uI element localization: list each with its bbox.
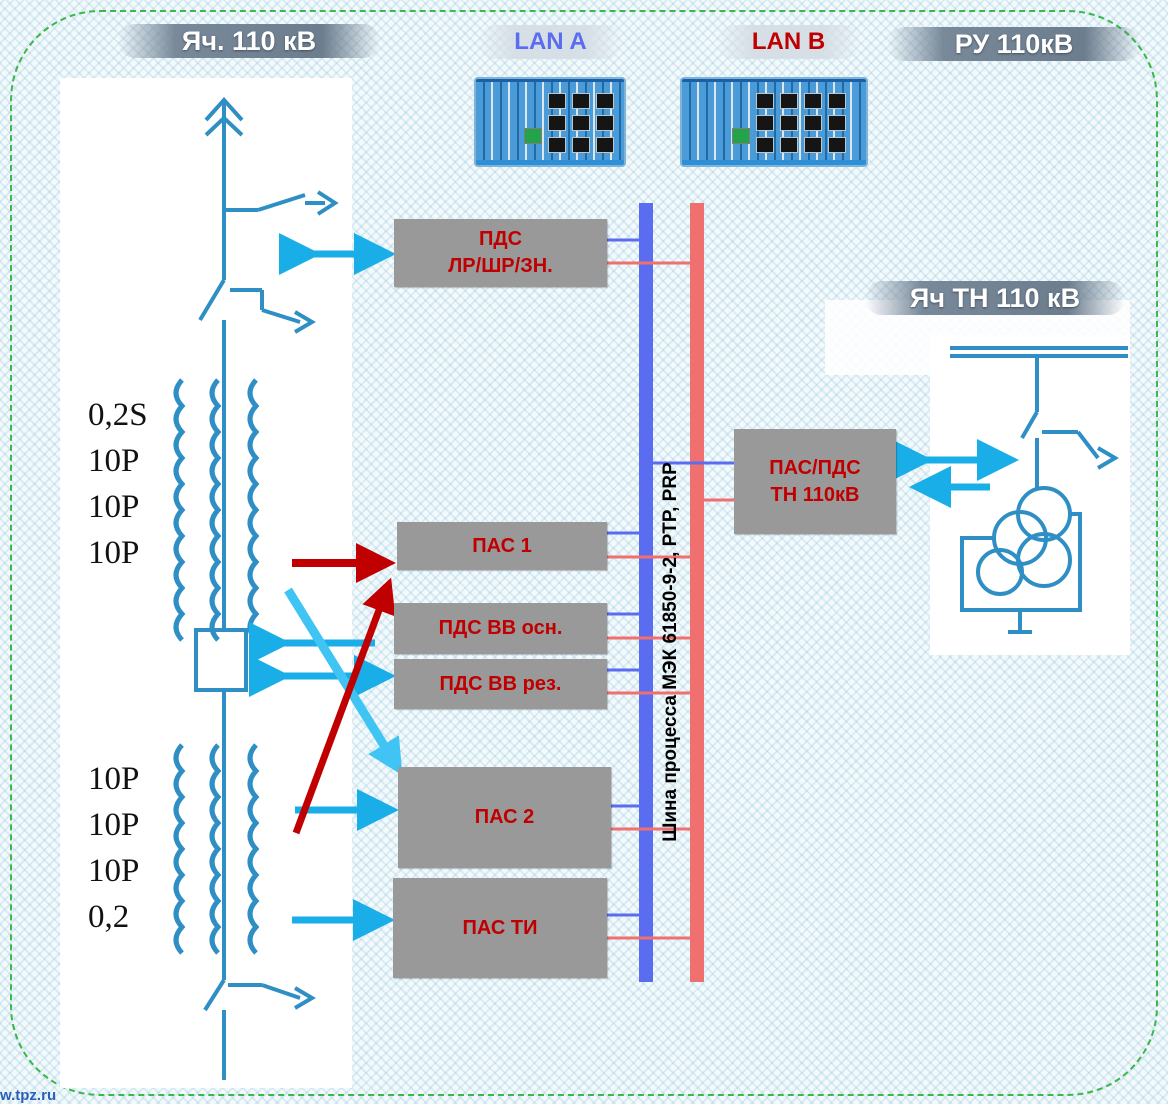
process-bus-label: Шина процесса МЭК 61850-9-2, PTP, PRP (660, 462, 681, 842)
device-label: ПДС ВВ осн. (438, 617, 563, 639)
header-cell-110kv: Яч. 110 кВ (118, 24, 380, 58)
device-pas2: ПАС 2 (398, 767, 611, 868)
ct-label: 0,2S (88, 397, 148, 433)
device-pds-cb-main: ПДС ВВ осн. (394, 603, 607, 654)
ct-label: 10P (88, 489, 140, 525)
device-label: ТН 110кВ (770, 483, 860, 506)
device-label: ПАС ТИ (462, 916, 538, 939)
ct-label: 10P (88, 761, 140, 797)
header-lan-a: LAN A (478, 25, 623, 59)
ct-upper-labels: 0,2S 10P 10P 10P (88, 392, 148, 576)
ct-cores-lower (173, 743, 260, 955)
arrow-ct-upper-to-pas2 (284, 587, 403, 776)
signal-arrows (249, 233, 1019, 941)
switch-lan-b (680, 77, 868, 167)
header-lan-b: LAN B (716, 25, 861, 59)
device-label: ПДС (478, 228, 523, 250)
header-vt-cell: Яч ТН 110 кВ (865, 281, 1125, 315)
dashed-boundary (10, 10, 1158, 1096)
device-pas-ti: ПАС ТИ (393, 878, 607, 978)
footer-url: w.tpz.ru (0, 1087, 57, 1104)
bus-lan-a (639, 203, 653, 982)
bus-links (607, 238, 735, 940)
ct-label: 10P (88, 535, 140, 571)
ct-label: 0,2 (88, 899, 130, 935)
device-label: ЛР/ШР/ЗН. (448, 255, 553, 277)
device-label: ПДС ВВ рез. (439, 672, 562, 695)
device-pas1: ПАС 1 (397, 522, 607, 570)
arrow-ct-lower-to-pas1 (292, 577, 396, 835)
ct-label: 10P (88, 443, 140, 479)
header-ru-110kv: РУ 110кВ (888, 27, 1140, 61)
ct-label: 10P (88, 807, 140, 843)
ct-cores-upper (173, 378, 260, 642)
device-pds-cb-reserve: ПДС ВВ рез. (394, 659, 607, 709)
cell-schematic (194, 97, 339, 1080)
bus-lan-b (690, 203, 704, 982)
device-label: ПАС 2 (474, 806, 535, 828)
ct-lower-labels: 10P 10P 10P 0,2 (88, 756, 139, 940)
device-label: ПАС/ПДС (769, 456, 861, 479)
switch-lan-a (474, 77, 626, 167)
device-pas-pds-vt: ПАС/ПДС ТН 110кВ (734, 429, 896, 534)
device-label: ПАС 1 (472, 534, 532, 557)
ct-label: 10P (88, 853, 140, 889)
vt-schematic (950, 346, 1128, 634)
device-pds-disconnectors: ПДС ЛР/ШР/ЗН. (394, 219, 607, 287)
